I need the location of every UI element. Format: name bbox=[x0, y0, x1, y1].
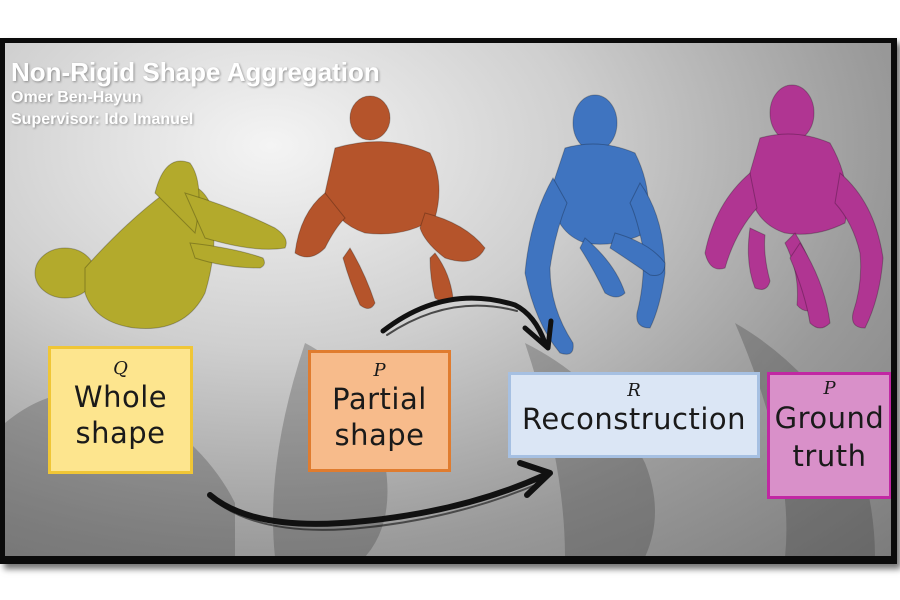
reconstruction-figure bbox=[524, 94, 666, 355]
reconstruction-symbol: R bbox=[627, 380, 641, 401]
partial-shape-label-box: P Partial shape bbox=[308, 350, 451, 472]
whole-shape-figure bbox=[34, 160, 287, 330]
supervisor-name: Supervisor: Ido Imanuel bbox=[11, 111, 194, 128]
arrow-partial-to-reconstruction bbox=[380, 295, 554, 351]
whole-shape-symbol: Q bbox=[113, 358, 128, 379]
page-title: Non-Rigid Shape Aggregation bbox=[11, 57, 380, 87]
ground-truth-figure bbox=[704, 84, 884, 329]
partial-shape-label-line2: shape bbox=[334, 418, 425, 452]
reconstruction-label: Reconstruction bbox=[521, 402, 747, 436]
partial-shape-figure bbox=[294, 95, 486, 309]
figure-frame: Non-Rigid Shape Aggregation Omer Ben-Hay… bbox=[0, 38, 897, 564]
whole-shape-label-line1: Whole bbox=[73, 380, 168, 414]
arrow-whole-to-reconstruction bbox=[207, 460, 553, 531]
ground-truth-label-box: P Ground truth bbox=[767, 372, 891, 499]
ground-truth-label-line1: Ground bbox=[774, 401, 885, 435]
whole-shape-label-line2: shape bbox=[75, 416, 166, 450]
title-block: Non-Rigid Shape Aggregation Omer Ben-Hay… bbox=[11, 57, 380, 131]
whole-shape-label-box: Q Whole shape bbox=[48, 346, 193, 474]
partial-shape-symbol: P bbox=[373, 360, 386, 381]
ground-truth-symbol: P bbox=[823, 378, 836, 399]
reconstruction-label-box: R Reconstruction bbox=[508, 372, 760, 458]
author-name: Omer Ben-Hayun bbox=[11, 89, 142, 106]
ground-truth-label-line2: truth bbox=[792, 439, 867, 473]
partial-shape-label-line1: Partial bbox=[332, 382, 427, 416]
